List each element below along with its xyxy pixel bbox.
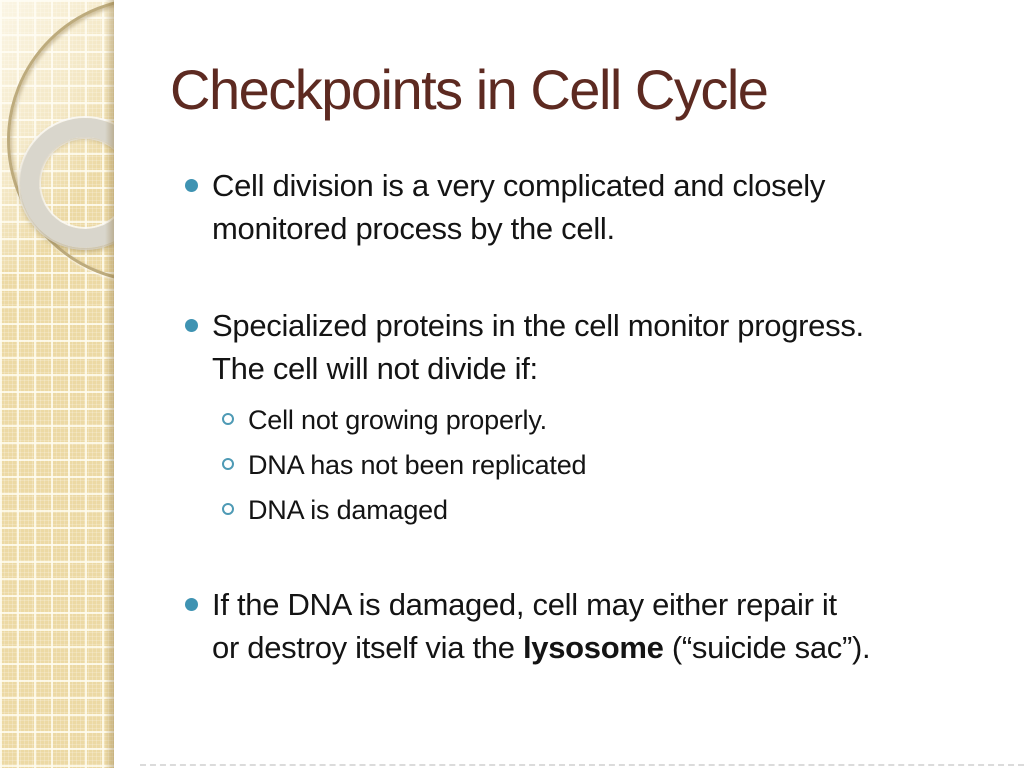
sub-bullet-item: DNA is damaged (222, 488, 586, 533)
bullet-2-line-2: The cell will not divide if: (212, 351, 538, 386)
sub-bullet-item: DNA has not been replicated (222, 443, 587, 488)
sidebar-decoration (0, 0, 114, 768)
bullet-dot-icon (185, 598, 198, 611)
bullet-3-line-2-before: or destroy itself via the (212, 630, 523, 665)
sub-bullet-circle-icon (222, 458, 234, 470)
bullet-1-line-1: Cell division is a very complicated and … (212, 168, 826, 203)
sub-bullet-1-text: Cell not growing properly. (248, 405, 547, 435)
sub-bullet-item: Cell not growing properly. (222, 398, 586, 443)
slide-title: Checkpoints in Cell Cycle (170, 58, 769, 121)
bullet-dot-icon (185, 319, 198, 332)
sub-bullet-2-text: DNA has not been replicated (248, 450, 587, 480)
sub-bullet-circle-icon (222, 503, 234, 515)
sub-bullet-3-text: DNA is damaged (248, 495, 448, 525)
bullet-1-line-2: monitored process by the cell. (212, 211, 615, 246)
bullet-3-line-2-after: (“suicide sac”). (663, 630, 871, 665)
bullet-item-1: Cell division is a very complicated and … (185, 164, 825, 250)
bullet-item-2: Specialized proteins in the cell monitor… (185, 304, 864, 390)
sidebar-edge-shadow (105, 0, 114, 768)
sub-bullet-list: Cell not growing properly. DNA has not b… (222, 398, 587, 533)
sub-bullet-circle-icon (222, 413, 234, 425)
bullet-2-line-1: Specialized proteins in the cell monitor… (212, 308, 864, 343)
bullet-3-line-2: or destroy itself via the lysosome (“sui… (212, 626, 871, 669)
bullet-3-bold-word: lysosome (522, 630, 664, 665)
bottom-dashed-rule (140, 764, 1024, 766)
bullet-item-3: If the DNA is damaged, cell may either r… (185, 583, 871, 669)
bullet-dot-icon (185, 179, 198, 192)
bullet-3-line-1: If the DNA is damaged, cell may either r… (212, 587, 837, 622)
